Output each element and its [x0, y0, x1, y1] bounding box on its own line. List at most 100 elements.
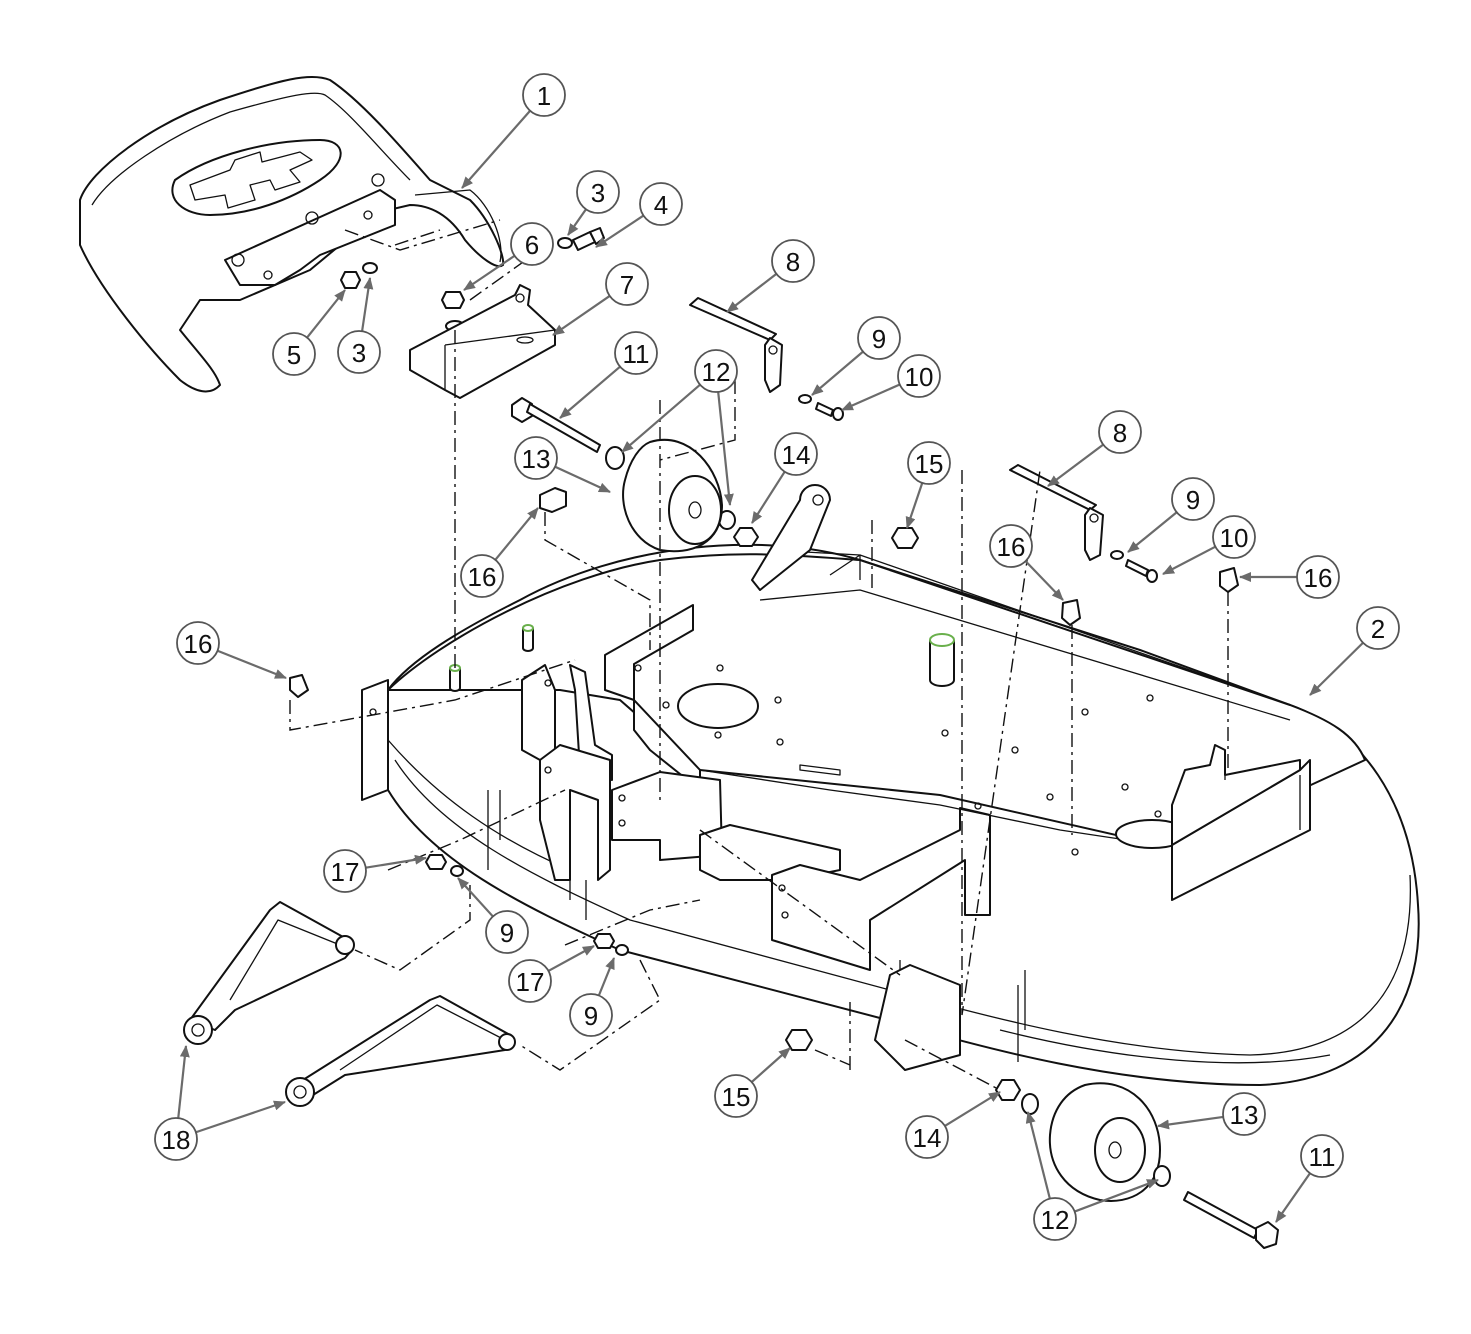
callout-bubble — [514, 436, 558, 480]
callout-number: 10 — [905, 362, 934, 392]
callout-number: 3 — [591, 178, 605, 208]
callout-number: 2 — [1371, 614, 1385, 644]
callout-bubble — [154, 1117, 198, 1161]
callout-number: 9 — [872, 324, 886, 354]
callout-number: 16 — [997, 532, 1026, 562]
callout-leader — [1025, 1111, 1051, 1199]
callout-leader — [1275, 1172, 1311, 1223]
callout-leader — [726, 272, 778, 313]
callout-leader — [1157, 1115, 1224, 1130]
callout-bubble — [1098, 410, 1142, 454]
callout-number: 18 — [162, 1125, 191, 1155]
callout-leader — [811, 350, 864, 396]
callout-2: 2 — [1356, 606, 1400, 650]
callout-17: 17 — [323, 849, 367, 893]
callout-leader — [1074, 1178, 1159, 1213]
callout-1: 1 — [522, 73, 566, 117]
callout-9: 9 — [1171, 477, 1215, 521]
callout-13: 13 — [1222, 1092, 1266, 1136]
callout-12: 12 — [1033, 1197, 1077, 1241]
callout-leader — [841, 383, 901, 412]
callout-leader — [595, 214, 645, 248]
callout-leader — [463, 254, 516, 291]
callout-number: 11 — [1309, 1142, 1336, 1172]
callout-5: 5 — [272, 332, 316, 376]
hardware — [183, 227, 1279, 1249]
callout-number: 15 — [722, 1082, 751, 1112]
callout-15: 15 — [907, 441, 951, 485]
callout-bubble — [897, 354, 941, 398]
callout-leader — [554, 465, 611, 493]
callout-bubble — [1171, 477, 1215, 521]
callout-bubble — [576, 170, 620, 214]
callout-leader — [457, 877, 494, 918]
callout-14: 14 — [774, 432, 818, 476]
callout-8: 8 — [771, 239, 815, 283]
callout-leader — [1162, 545, 1216, 575]
callout-bubble — [639, 182, 683, 226]
callout-leader — [461, 110, 531, 189]
callout-number: 9 — [584, 1001, 598, 1031]
callout-number: 8 — [786, 247, 800, 277]
callout-bubble — [771, 239, 815, 283]
callout-11: 11 — [614, 331, 658, 375]
callout-9: 9 — [485, 910, 529, 954]
callout-number: 16 — [468, 562, 497, 592]
callout-number: 17 — [516, 967, 545, 997]
callout-leader — [597, 957, 616, 996]
callout-bubble — [485, 910, 529, 954]
callout-bubble — [614, 331, 658, 375]
callout-4: 4 — [639, 182, 683, 226]
callout-bubble — [176, 621, 220, 665]
callout-bubble — [323, 849, 367, 893]
callout-leader — [1127, 511, 1178, 553]
callout-bubble — [1296, 555, 1340, 599]
callout-number: 6 — [525, 230, 539, 260]
callout-leader — [621, 383, 701, 453]
callout-number: 9 — [500, 918, 514, 948]
callout-10: 10 — [1212, 515, 1256, 559]
callout-leader — [567, 208, 587, 236]
callout-10: 10 — [897, 354, 941, 398]
callout-number: 3 — [352, 338, 366, 368]
callout-bubble — [1212, 515, 1256, 559]
callout-leader — [944, 1091, 1001, 1127]
callout-leader — [559, 365, 621, 419]
callout-bubble — [522, 73, 566, 117]
callout-number: 12 — [702, 357, 731, 387]
callout-leader — [552, 295, 611, 336]
callout-leader — [547, 945, 595, 972]
callout-bubble — [1222, 1092, 1266, 1136]
callout-16: 16 — [989, 524, 1033, 568]
callout-bubble — [508, 959, 552, 1003]
callout-number: 14 — [782, 440, 811, 470]
callout-11: 11 — [1300, 1134, 1344, 1178]
front-bumper — [79, 75, 505, 393]
callout-leader — [360, 277, 374, 332]
callout-bubble — [569, 993, 613, 1037]
callout-leader — [905, 482, 924, 529]
callout-bubble — [272, 332, 316, 376]
callout-9: 9 — [857, 316, 901, 360]
callout-leader — [217, 649, 287, 680]
callout-bubble — [989, 524, 1033, 568]
callout-bubble — [460, 554, 504, 598]
callout-leader — [750, 1047, 791, 1083]
callout-6: 6 — [510, 222, 554, 266]
callout-17: 17 — [508, 959, 552, 1003]
callout-leader — [306, 289, 346, 339]
callout-12: 12 — [694, 349, 738, 393]
callout-16: 16 — [460, 554, 504, 598]
callout-number: 13 — [522, 444, 551, 474]
callout-7: 7 — [605, 262, 649, 306]
callout-leader — [1047, 443, 1104, 487]
callout-bubble — [1356, 606, 1400, 650]
callout-bubble — [1300, 1134, 1344, 1178]
callout-number: 8 — [1113, 418, 1127, 448]
callout-leader — [751, 471, 786, 524]
callout-bubble — [907, 441, 951, 485]
callout-leader — [1024, 560, 1064, 601]
callout-number: 14 — [913, 1123, 942, 1153]
